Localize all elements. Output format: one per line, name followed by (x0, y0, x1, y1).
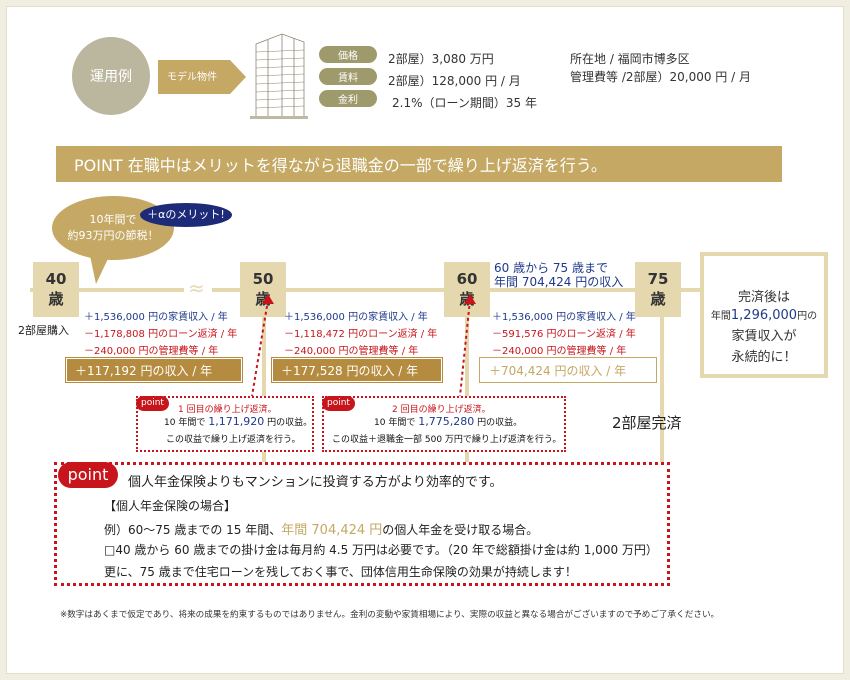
final-line4: 永続的に！ (731, 350, 797, 365)
two-rooms-purchase-label: 2部屋購入 (18, 324, 69, 337)
age-75-marker: 75 歳 (635, 262, 681, 317)
period3-loan: －591,576 円のローン返済 / 年 (492, 329, 636, 340)
pension-point-badge: point (58, 462, 118, 488)
interest-pill: 金利 (319, 90, 377, 107)
repay2-box (322, 396, 566, 452)
period3-income: ＋704,424 円の収入 / 年 (489, 364, 627, 378)
bubble-line1: 10年間で (89, 213, 137, 226)
two-rooms-complete-label: 2部屋完済 (612, 414, 682, 432)
price-pill-label: 価格 (338, 51, 358, 62)
period2-income: ＋177,528 円の収入 / 年 (281, 364, 419, 378)
repay2-badge: point (322, 396, 355, 411)
building-illustration (250, 33, 308, 119)
timeline-stem-60 (465, 300, 469, 462)
age-75-unit: 歳 (650, 290, 666, 308)
repay2-amount: 1,775,280 (418, 415, 475, 428)
period2-rent: ＋1,536,000 円の家賃収入 / 年 (284, 312, 428, 323)
repay1-title: 1 回目の繰り上げ返済。 (178, 405, 277, 415)
interest-pill-label: 金利 (338, 95, 358, 106)
pension-insurance-line: 更に、75 歳まで住宅ローンを残しておく事で、団体信用生命保険の効果が持続します… (104, 565, 577, 579)
after-repayment-box: 完済後は 年間1,296,000円の 家賃収入が 永続的に！ (700, 252, 828, 378)
rent-pill-label: 賃料 (338, 73, 358, 84)
price-pill: 価格 (319, 46, 377, 63)
rent-value: 2部屋）128,000 円 / 月 (388, 74, 521, 88)
pension-point-badge-text: point (67, 465, 109, 484)
repay1-amount: 1,171,920 (208, 415, 265, 428)
repay1-badge: point (136, 396, 169, 411)
age-40-unit: 歳 (48, 290, 64, 308)
period2-income-box: ＋177,528 円の収入 / 年 (271, 357, 443, 383)
final-line2-c: 円の (797, 311, 818, 322)
period1-loan: －1,178,808 円のローン返済 / 年 (84, 329, 238, 340)
note-60-75-line1: 60 歳から 75 歳まで (494, 261, 608, 275)
repay2-title: 2 回目の繰り上げ返済。 (392, 405, 491, 415)
repay1-line1-a: 10 年間で (164, 418, 206, 428)
management-fee-text: 管理費等 /2部屋）20,000 円 / 月 (570, 70, 751, 84)
pension-premium-line: □40 歳から 60 歳までの掛け金は毎月約 4.5 万円は必要です。（20 年… (104, 543, 658, 557)
pension-example-amount: 年間 704,424 円 (281, 523, 383, 538)
timeline-stem-50 (262, 300, 266, 462)
period1-rent: ＋1,536,000 円の家賃収入 / 年 (84, 312, 228, 323)
age-40-marker: 40 歳 (33, 262, 79, 317)
repay2-line1: 10 年間で 1,775,280 円の収益。 (374, 415, 522, 428)
repay1-line2: この収益で繰り上げ返済を行う。 (166, 435, 301, 445)
pension-example-c: の個人年金を受け取る場合。 (382, 523, 539, 537)
repay1-line1-b: 円の収益。 (267, 418, 313, 428)
timeline-stem-75 (660, 300, 664, 462)
bubble-line2: 約93万円の節税！ (67, 229, 159, 242)
rent-pill: 賃料 (319, 68, 377, 85)
period2-loan: －1,118,472 円のローン返済 / 年 (284, 329, 438, 340)
model-property-label: モデル物件 (167, 72, 217, 83)
final-line1: 完済後は (737, 290, 790, 305)
final-line2: 年間1,296,000円の (704, 307, 824, 323)
timeline-break-gap (184, 281, 212, 297)
pension-subheading: 【個人年金保険の場合】 (104, 499, 237, 513)
model-property-arrow (158, 60, 246, 94)
period3-rent: ＋1,536,000 円の家賃収入 / 年 (492, 312, 636, 323)
timeline-break-wave: ≈ (188, 276, 205, 300)
point-banner: POINT 在職中はメリットを得ながら退職金の一部で繰り上げ返済を行う。 (56, 146, 782, 182)
age-40-number: 40 (45, 270, 67, 288)
final-annual-amount: 1,296,000 (730, 308, 798, 323)
timeline-line (30, 288, 700, 292)
arrow-to-repay1 (251, 294, 274, 397)
repay2-line2: この収益＋退職金一部 500 万円で繰り上げ返済を行う。 (332, 435, 562, 445)
alpha-merit-text: ＋αのメリット! (147, 208, 225, 221)
price-value: 2部屋）3,080 万円 (388, 52, 494, 66)
arrow-to-repay2 (459, 294, 476, 397)
operation-example-circle: 運用例 (72, 37, 150, 115)
period1-income: ＋117,192 円の収入 / 年 (75, 364, 213, 378)
point-banner-text: POINT 在職中はメリットを得ながら退職金の一部で繰り上げ返済を行う。 (74, 156, 607, 175)
age-75-number: 75 (647, 270, 669, 288)
interest-value: 2.1%（ローン期間）35 年 (392, 96, 537, 110)
period3-management: －240,000 円の管理費等 / 年 (492, 346, 627, 357)
period3-income-box: ＋704,424 円の収入 / 年 (479, 357, 657, 383)
disclaimer-footnote: ※数字はあくまで仮定であり、将来の成果を約束するものではありません。金利の変動や… (60, 610, 720, 620)
pension-comparison-box (54, 462, 670, 586)
location-text: 所在地 / 福岡市博多区 (570, 52, 690, 66)
repay1-line1: 10 年間で 1,171,920 円の収益。 (164, 415, 312, 428)
final-line3: 家賃収入が (731, 329, 797, 344)
alpha-merit-badge: ＋αのメリット! (140, 203, 232, 227)
note-60-75-line2: 年間 704,424 円の収入 (494, 275, 624, 289)
pension-headline: 個人年金保険よりもマンションに投資する方がより効率的です。 (128, 475, 503, 490)
pension-example-a: 例）60～75 歳までの 15 年間、 (104, 523, 282, 537)
age-50-number: 50 (252, 270, 274, 288)
pension-example: 例）60～75 歳までの 15 年間、年間 704,424 円の個人年金を受け取… (104, 519, 538, 538)
repay2-line1-a: 10 年間で (374, 418, 416, 428)
age-60-number: 60 (456, 270, 478, 288)
repay2-line1-b: 円の収益。 (477, 418, 523, 428)
period1-management: －240,000 円の管理費等 / 年 (84, 346, 219, 357)
period1-income-box: ＋117,192 円の収入 / 年 (65, 357, 243, 383)
final-line2-a: 年間 (710, 311, 731, 322)
period2-management: －240,000 円の管理費等 / 年 (284, 346, 419, 357)
operation-example-label: 運用例 (90, 69, 132, 85)
